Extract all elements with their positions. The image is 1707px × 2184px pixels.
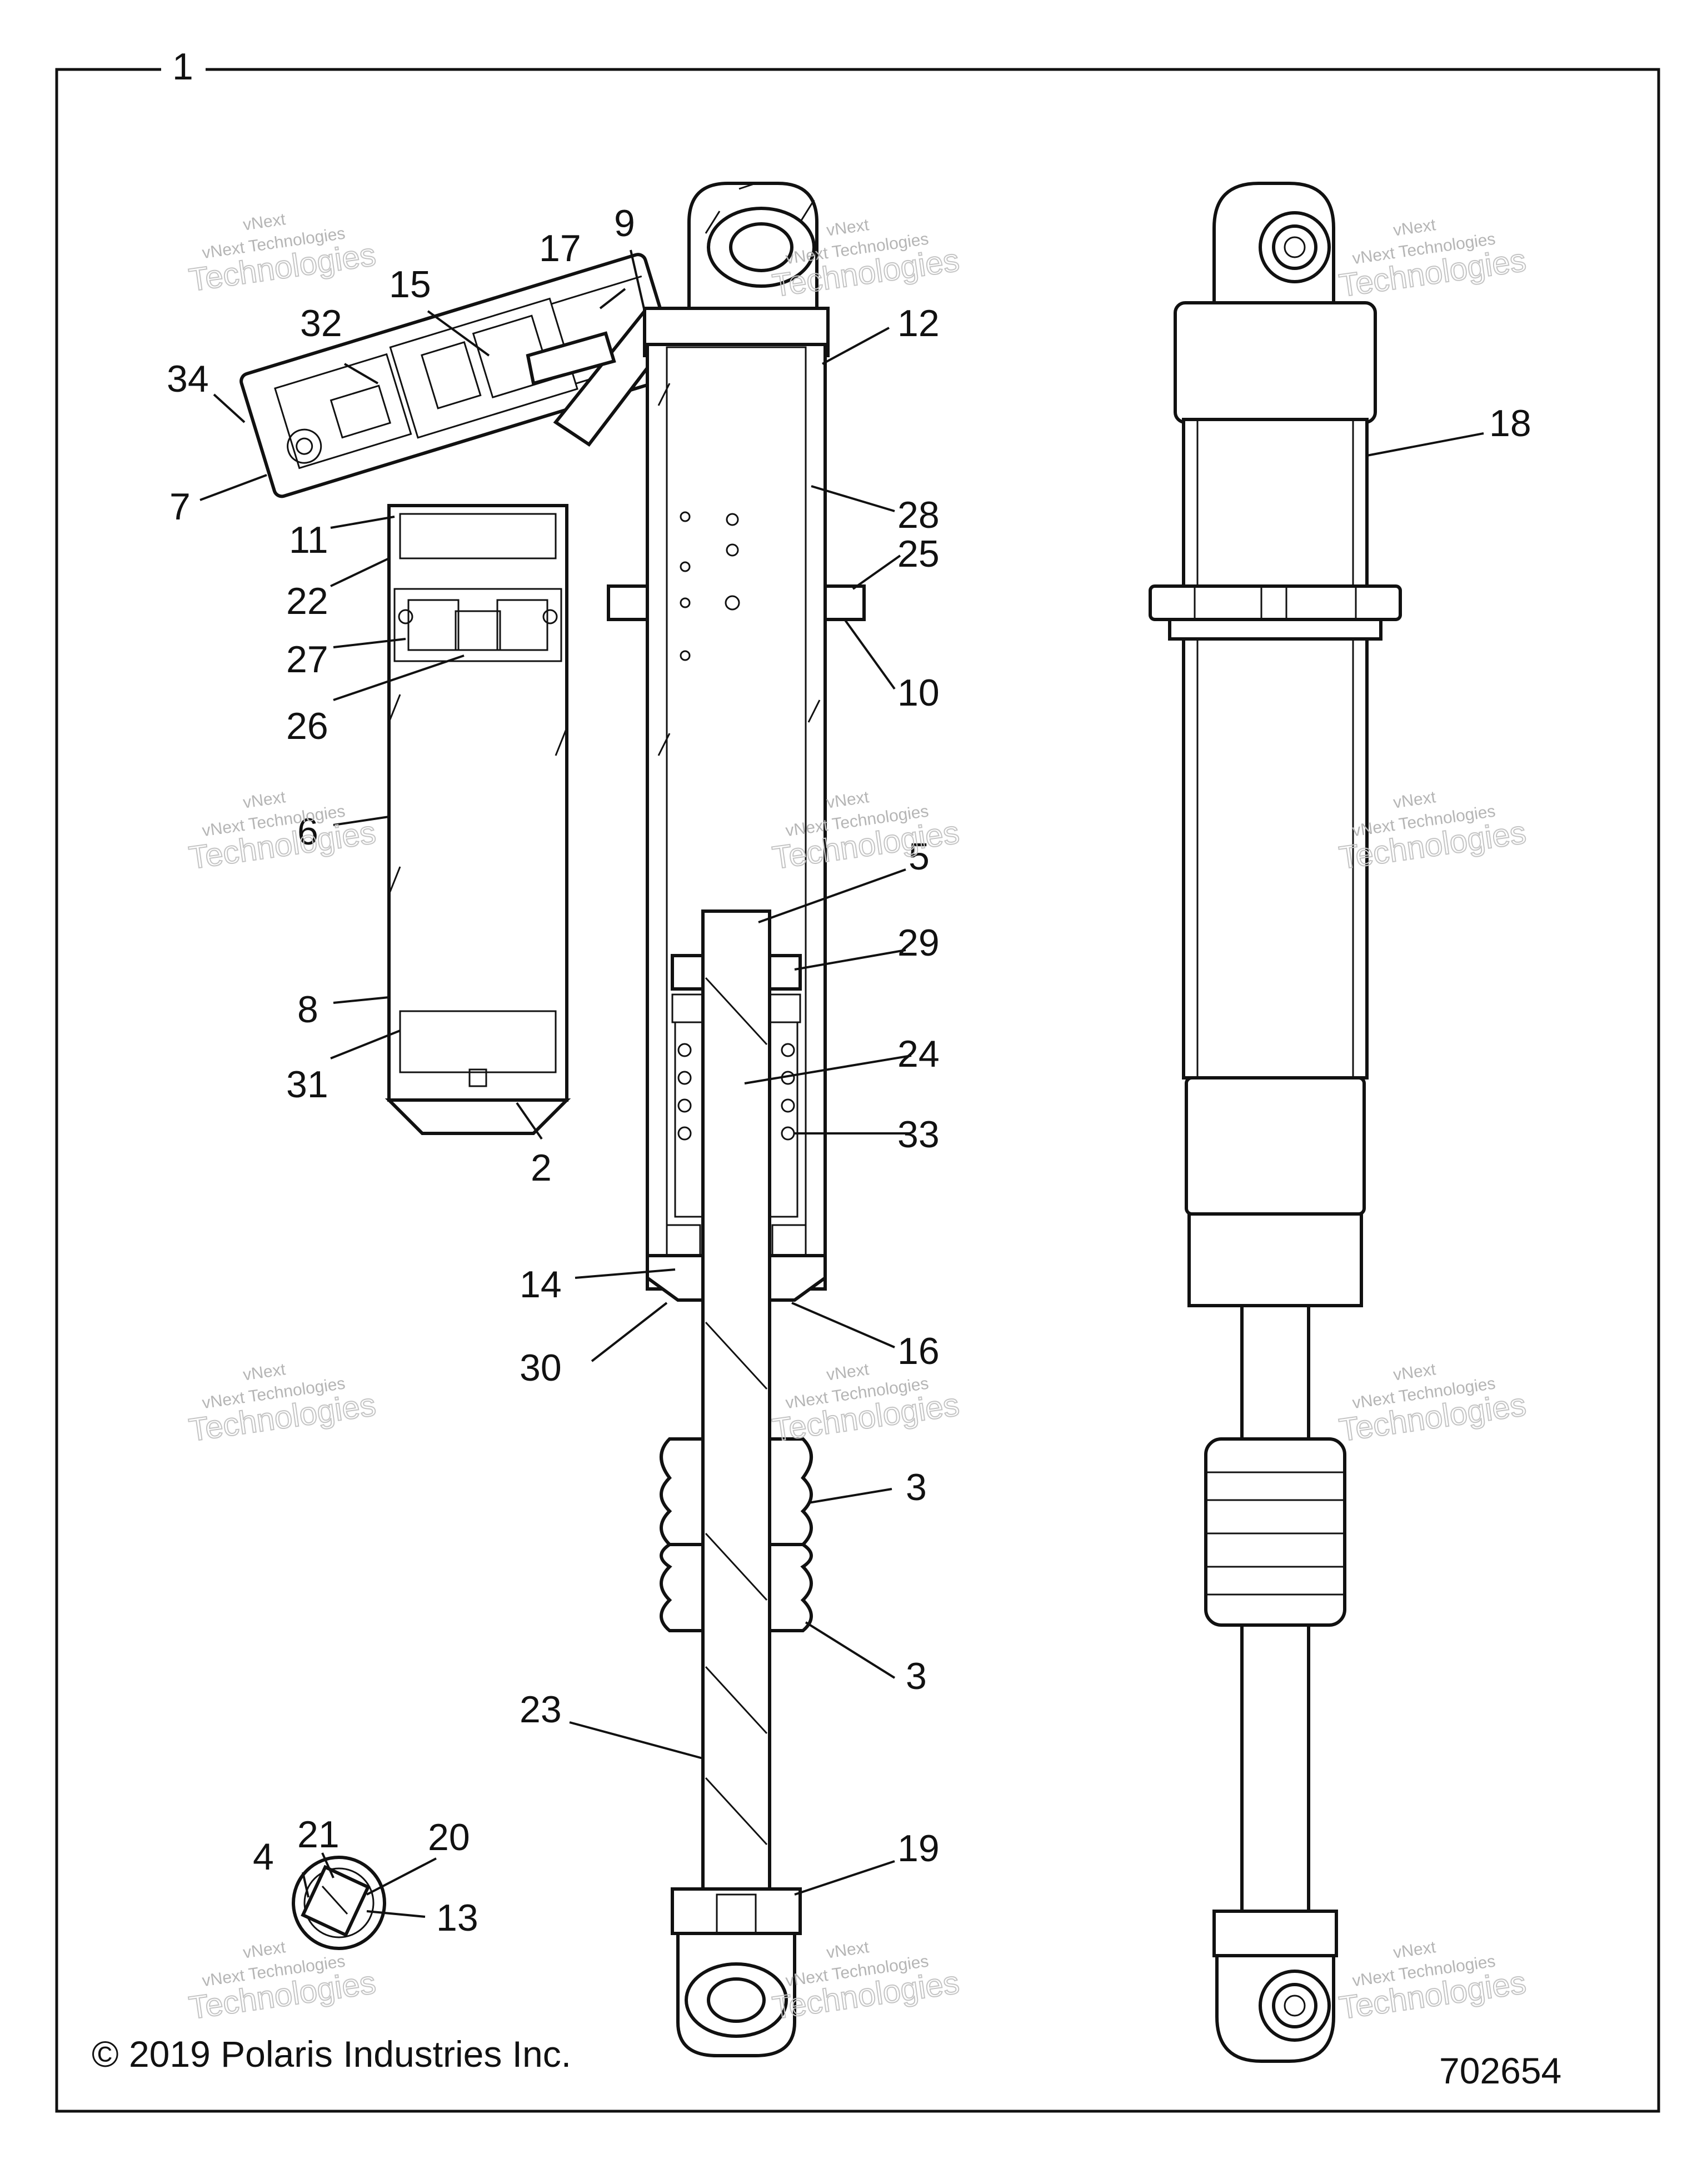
callout-3-lower: 3 — [906, 1655, 927, 1697]
svg-text:vNext: vNext — [825, 216, 870, 239]
callout-27: 27 — [286, 638, 328, 681]
callout-12: 12 — [897, 302, 940, 344]
callout-6: 6 — [297, 811, 318, 853]
external-body — [1182, 418, 1369, 1079]
callout-4: 4 — [253, 1836, 274, 1878]
callout-7: 7 — [169, 486, 191, 528]
watermarks: vNext vNext Technologies Technologies vN… — [186, 210, 1529, 2027]
callout-15: 15 — [389, 263, 431, 306]
callout-13: 13 — [436, 1897, 478, 1939]
callout-20: 20 — [428, 1816, 470, 1858]
svg-text:vNext: vNext — [1392, 1360, 1437, 1384]
leader-lines — [199, 249, 1484, 1918]
callout-33: 33 — [897, 1113, 940, 1156]
svg-text:vNext: vNext — [825, 1938, 870, 1962]
shock-cross-section — [607, 182, 866, 2057]
callout-9: 9 — [614, 202, 635, 244]
diagram-number: 702654 — [1439, 2050, 1561, 2091]
callout-31: 31 — [286, 1063, 328, 1106]
callout-34: 34 — [167, 358, 209, 400]
frame-label: 1 — [172, 46, 193, 88]
callout-8: 8 — [297, 988, 318, 1031]
svg-text:vNext: vNext — [1392, 1938, 1437, 1962]
callout-26: 26 — [286, 705, 328, 747]
adjuster-knob-detail — [292, 1856, 386, 1950]
callout-19: 19 — [897, 1827, 940, 1870]
callout-18: 18 — [1489, 402, 1531, 444]
callout-24: 24 — [897, 1033, 940, 1075]
callout-25: 25 — [897, 533, 940, 575]
svg-text:vNext: vNext — [242, 210, 287, 234]
external-bump-stop — [1204, 1437, 1346, 1627]
callout-11: 11 — [289, 519, 328, 561]
shaft — [701, 909, 771, 1996]
callout-17: 17 — [539, 227, 581, 269]
callout-14: 14 — [520, 1263, 562, 1306]
svg-text:vNext: vNext — [825, 788, 870, 812]
svg-text:vNext: vNext — [1392, 788, 1437, 812]
callout-23: 23 — [520, 1688, 562, 1731]
callout-16: 16 — [897, 1330, 940, 1372]
svg-text:vNext: vNext — [242, 788, 287, 812]
svg-text:vNext: vNext — [825, 1360, 870, 1384]
callout-30: 30 — [520, 1347, 562, 1389]
callouts: 9 17 15 32 34 7 11 22 27 26 6 8 31 2 12 … — [167, 202, 1531, 1939]
callout-29: 29 — [897, 922, 940, 964]
svg-text:vNext: vNext — [242, 1938, 287, 1962]
callout-2: 2 — [531, 1147, 552, 1189]
bump-stop-lower — [660, 1543, 705, 1632]
svg-text:vNext: vNext — [242, 1360, 287, 1384]
reservoir-canister — [387, 504, 568, 1102]
copyright-notice: © 2019 Polaris Industries Inc. — [92, 2033, 571, 2075]
callout-5: 5 — [909, 836, 930, 878]
bump-stop-upper — [660, 1437, 705, 1546]
shock-external-view — [1149, 182, 1402, 2063]
callout-3-upper: 3 — [906, 1466, 927, 1508]
svg-text:vNext: vNext — [1392, 216, 1437, 239]
callout-10: 10 — [897, 672, 940, 714]
external-preload-collar — [1149, 584, 1402, 621]
callout-21: 21 — [297, 1813, 340, 1856]
diagram-frame: 1 — [55, 46, 1660, 2113]
callout-28: 28 — [897, 494, 940, 536]
callout-32: 32 — [300, 302, 342, 344]
callout-22: 22 — [286, 580, 328, 622]
